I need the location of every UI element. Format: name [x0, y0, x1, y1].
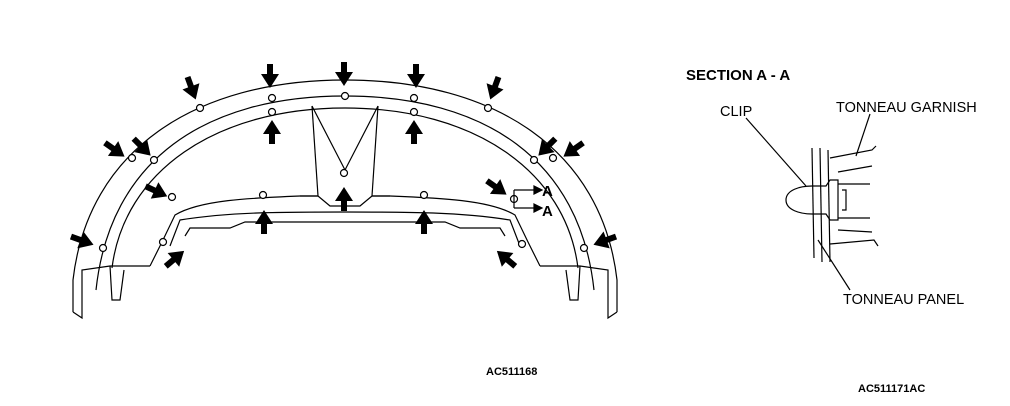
clip-location-arrow-icon [159, 243, 190, 274]
clip-location-arrow-icon [179, 73, 205, 103]
clip-hole-icon [149, 155, 159, 165]
clip-hole-icon [258, 190, 268, 200]
clip-hole-icon [195, 103, 205, 113]
clip-holes [98, 91, 589, 253]
clip-hole-icon [127, 153, 137, 163]
clip-hole-icon [267, 93, 277, 103]
clip-hole-icon [579, 243, 589, 253]
clip-hole-icon [529, 155, 539, 165]
figure-code-main: AC511168 [486, 366, 537, 378]
clip-hole-icon [339, 168, 349, 178]
clip-location-arrow-icon [335, 187, 353, 211]
clip-location-arrow-icon [255, 210, 273, 234]
clip-hole-icon [267, 107, 277, 117]
clip-location-arrow-icon [481, 73, 507, 103]
clip-location-arrow-icon [141, 178, 172, 205]
section-marker-label-bottom: A [542, 203, 553, 220]
clip-location-arrow-icon [261, 64, 279, 88]
tonneau-panel-label: TONNEAU PANEL [843, 292, 964, 308]
clip-hole-icon [98, 243, 108, 253]
section-title: SECTION A - A [686, 67, 790, 84]
clip-hole-icon [409, 107, 419, 117]
section-marker-label-top: A [542, 183, 553, 200]
clip-location-arrow-icon [558, 135, 589, 164]
figure-code-section: AC511171AC [858, 383, 925, 395]
clip-location-arrow-icon [67, 228, 97, 254]
clip-location-arrow-icon [415, 210, 433, 234]
section-marker [513, 185, 544, 213]
clip-label: CLIP [720, 104, 752, 120]
clip-hole-icon [340, 91, 350, 101]
clip-location-arrow-icon [405, 120, 423, 144]
clip-hole-icon [158, 237, 168, 247]
clip-hole-icon [419, 190, 429, 200]
clip-hole-icon [409, 93, 419, 103]
clip-location-arrow-icon [491, 243, 522, 274]
clip-hole-icon [167, 192, 177, 202]
section-drawing [745, 113, 879, 291]
clip-location-arrow-icon [335, 62, 353, 86]
clip-location-arrow-icon [263, 120, 281, 144]
tonneau-garnish-label: TONNEAU GARNISH [836, 100, 977, 116]
clip-location-arrow-icon [481, 173, 512, 202]
clip-hole-icon [548, 153, 558, 163]
clip-hole-icon [483, 103, 493, 113]
clip-location-arrow-icon [590, 228, 620, 254]
clip-hole-icon [517, 239, 527, 249]
